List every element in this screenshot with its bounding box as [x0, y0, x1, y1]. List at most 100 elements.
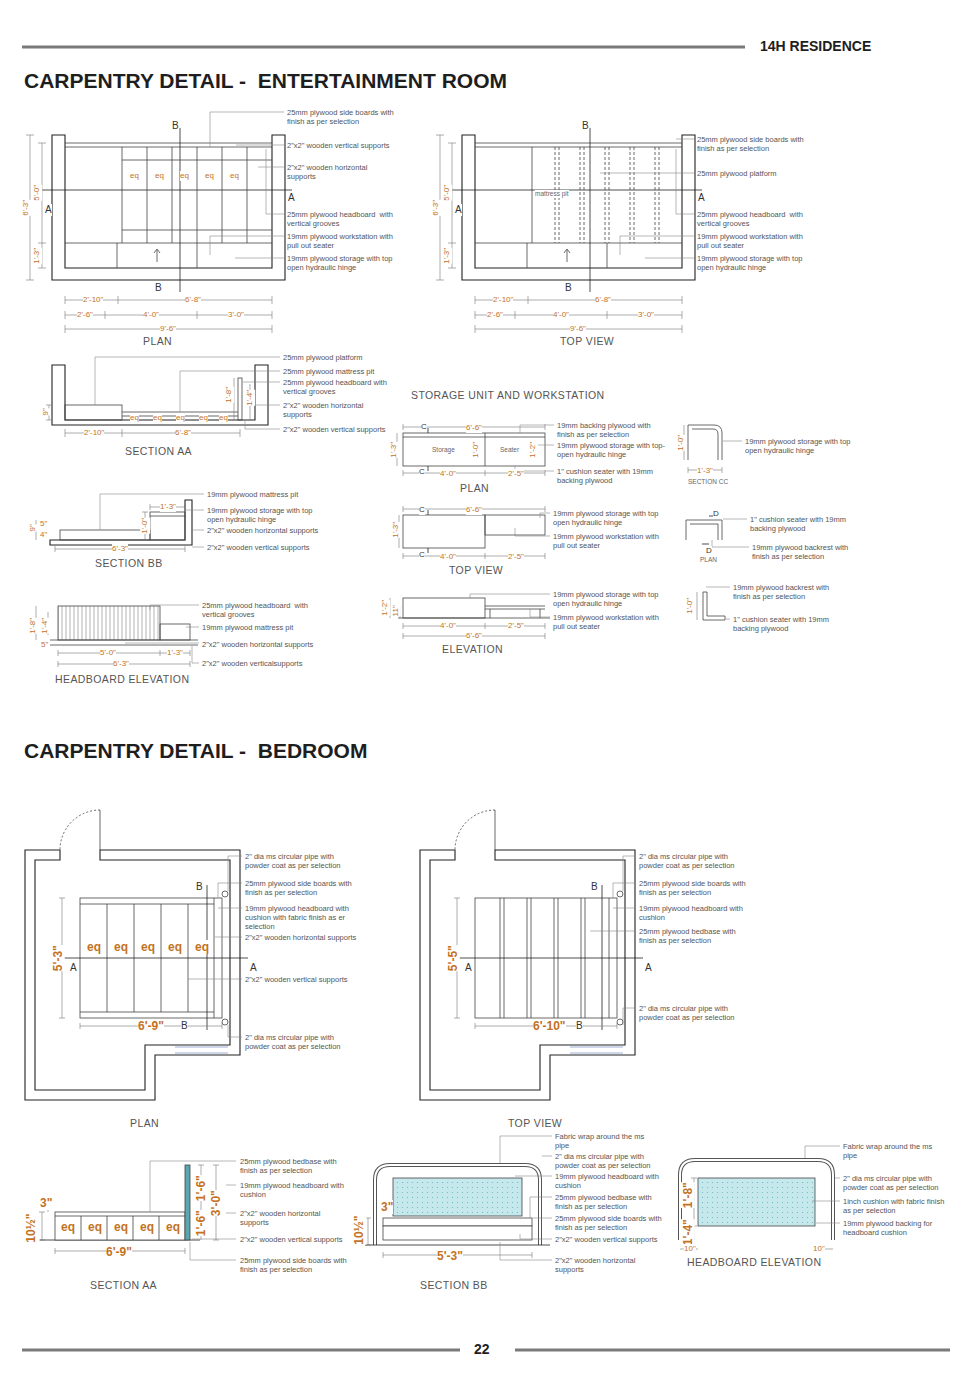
- dimension-label: 9'-6": [570, 324, 586, 334]
- dimension-label: 5'-5": [446, 945, 460, 971]
- callout-note: 25mm plywood headboard with vertical gro…: [697, 210, 805, 228]
- dimension-label: 1'-4": [681, 1219, 695, 1245]
- bed-headboard-elevation: [680, 1146, 840, 1249]
- room-walls: [420, 810, 635, 1100]
- callout-note: 19mm plywood workstation with pull out s…: [553, 613, 661, 631]
- dimension-label: eq: [130, 413, 139, 423]
- room-plan-base: [436, 128, 702, 333]
- dimension-label: eq: [140, 1220, 154, 1234]
- dimension-label: 1'-0": [676, 435, 686, 451]
- callout-note: 2"x2" wooden horizontal supports: [202, 640, 342, 649]
- callout-note: 19mm plywood headboard with cushion with…: [245, 904, 360, 931]
- callout-note: 25mm plywood platform: [283, 353, 403, 362]
- dimension-label: 1'-4": [245, 390, 255, 406]
- callout-note: Fabric wrap around the ms pipe: [843, 1142, 943, 1160]
- callout-note: 2"x2" wooden horizontal supports: [283, 401, 391, 419]
- dimension-label: 1'-3": [442, 248, 452, 264]
- callout-note: 19mm backing plywood with finish as per …: [557, 421, 665, 439]
- callout-note: 25mm plywood headboard with vertical gro…: [202, 601, 310, 619]
- section-marker: B: [155, 282, 162, 294]
- section-marker: B: [582, 120, 589, 132]
- callout-note: 25mm plywood side boards with finish as …: [555, 1214, 663, 1232]
- callout-note: 25mm plywood platform: [697, 169, 805, 178]
- section-marker: D: [713, 509, 719, 519]
- view-title: PLAN: [460, 482, 489, 495]
- callout-note: 2"x2" wooden horizontal supports: [245, 933, 360, 942]
- dimension-label: 4'-0": [143, 310, 159, 320]
- dimension-label: 4": [40, 530, 47, 540]
- callout-note: 25mm plywood headboard with vertical gro…: [283, 378, 391, 396]
- section-cc: [684, 425, 742, 473]
- dimension-label: 3": [381, 1200, 393, 1214]
- headboard-elevation: [36, 605, 199, 667]
- callout-note: 19mm plywood backing for headboard cushi…: [843, 1219, 951, 1237]
- dimension-label: 4'-0": [440, 621, 456, 631]
- dimension-label: 1'-3": [160, 502, 176, 512]
- view-title: PLAN: [130, 1117, 159, 1130]
- dimension-label: 4'-0": [440, 469, 456, 479]
- dimension-label: 5": [41, 640, 48, 650]
- callout-note: 19mm plywood storage with top open hydra…: [287, 254, 395, 272]
- view-title: ELEVATION: [442, 643, 503, 656]
- callout-note: 19mm plywood storage with top open hydra…: [553, 509, 661, 527]
- seater-section: [697, 587, 730, 620]
- dimension-label: 10½": [353, 1215, 367, 1244]
- dimension-label: eq: [195, 940, 209, 954]
- entertainment-drawings: [26, 112, 749, 667]
- view-title: SECTION AA: [125, 445, 192, 458]
- section-marker: B: [576, 1020, 583, 1032]
- dimension-label: eq: [168, 940, 182, 954]
- section-marker: B: [196, 881, 203, 893]
- section-marker: C: [419, 467, 425, 477]
- callout-note: 1inch cushion with fabric finish as per …: [843, 1197, 951, 1215]
- section-marker: D: [706, 546, 712, 556]
- callout-note: 2" dia ms circular pipe with powder coat…: [555, 1152, 663, 1170]
- dimension-label: 3": [40, 1196, 52, 1210]
- callout-note: 19mm plywood mattress pit: [202, 623, 342, 632]
- view-title: SECTION AA: [90, 1279, 157, 1292]
- section-marker: B: [181, 1020, 188, 1032]
- dimension-label: 6'-6": [466, 631, 482, 641]
- sheet-heading: CARPENTRY DETAIL - ENTERTAINMENT ROOM: [24, 68, 507, 93]
- dimension-label: 1'-8": [681, 1182, 695, 1208]
- dimension-label: 2'-5": [508, 552, 524, 562]
- bed-top-view: [454, 885, 643, 1030]
- callout-note: 1" cushion seater with 19mm backing plyw…: [750, 515, 858, 533]
- dimension-label: 1'-0": [140, 518, 150, 534]
- callout-note: Fabric wrap around the ms pipe: [555, 1132, 645, 1150]
- callout-note: 25mm plywood side boards with finish as …: [245, 879, 360, 897]
- dimension-label: 6'-6": [466, 505, 482, 515]
- bedroom-drawings: [25, 810, 840, 1260]
- bed-frame-plan: [59, 856, 248, 1037]
- section-marker: C: [419, 550, 425, 560]
- dimension-label: 5": [40, 519, 47, 529]
- callout-note: 25mm plywood bedbase with finish as per …: [240, 1157, 350, 1175]
- dimension-label: 1'-8": [224, 387, 234, 403]
- dimension-label: eq: [180, 171, 189, 181]
- dimension-label: 1'-4": [40, 618, 50, 634]
- view-title: STORAGE UNIT AND WORKSTATION: [411, 389, 605, 402]
- callout-note: 19mm plywood headboard with cushion: [555, 1172, 663, 1190]
- dimension-label: eq: [153, 413, 162, 423]
- section-marker: B: [591, 881, 598, 893]
- view-title: TOP VIEW: [508, 1117, 562, 1130]
- dimension-label: 1'-3": [32, 248, 42, 264]
- dimension-label: eq: [230, 171, 239, 181]
- dimension-label: 6'-8": [175, 428, 191, 438]
- support-lines: [555, 147, 659, 243]
- callout-note: 19mm plywood mattress pit: [207, 490, 347, 499]
- page-number: 22: [474, 1341, 490, 1358]
- section-marker: A: [288, 192, 295, 204]
- dimension-label: 6'-3": [112, 544, 128, 554]
- dimension-label: 3'-0": [638, 310, 654, 320]
- dimension-label: 9": [41, 408, 51, 415]
- support-lines: [122, 147, 272, 243]
- callout-note: 2" dia ms circular pipe with powder coat…: [245, 852, 360, 870]
- dimension-label: eq: [114, 1220, 128, 1234]
- dimension-label: 6'-8": [595, 295, 611, 305]
- leader-lines: [600, 139, 694, 258]
- callout-note: 1" cushion seater with 19mm backing plyw…: [733, 615, 841, 633]
- storage-plan: [397, 424, 554, 476]
- dimension-label: eq: [155, 171, 164, 181]
